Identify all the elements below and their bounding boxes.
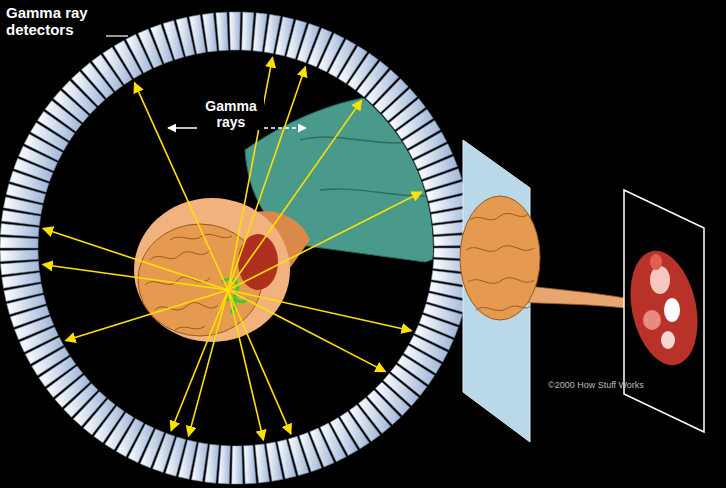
brain-fold	[466, 246, 534, 252]
gamma-ray-arrow	[43, 265, 228, 290]
brain-fold	[468, 278, 534, 284]
gamma-ray-arrow	[66, 290, 228, 341]
gamma-ray-detector	[0, 250, 38, 261]
gamma-ray-detector	[255, 444, 270, 483]
scan-activity	[661, 331, 675, 349]
gamma-ray-detector	[216, 12, 229, 51]
scan-activity	[664, 298, 680, 322]
gamma-ray-label: Gamma rays	[198, 98, 264, 130]
label-arrow-dashed	[264, 127, 306, 129]
gamma-ray-detector	[229, 12, 240, 50]
brain-fold	[470, 213, 528, 220]
gamma-ray-detector	[218, 445, 230, 483]
gamma-ray-arrow	[43, 228, 228, 290]
gamma-ray-detector	[2, 273, 41, 289]
gamma-ray-arrow	[228, 192, 422, 290]
gamma-ray-detector	[232, 446, 243, 484]
leader-line	[104, 35, 128, 36]
gamma-ray-arrow	[228, 290, 411, 331]
gamma-ray-detector	[0, 237, 38, 248]
gamma-ray-arrow	[228, 290, 263, 440]
detector-label: Gamma ray detectors	[6, 4, 106, 39]
brain-fold	[175, 326, 205, 330]
copyright-note: ©2000 How Stuff Works	[548, 380, 718, 390]
gamma-ray-detector	[1, 261, 40, 275]
brain-fold	[150, 250, 210, 260]
gamma-ray-detector	[242, 12, 254, 50]
scan-activity	[650, 266, 670, 294]
brain-fold	[476, 306, 530, 311]
gamma-ray-detector	[202, 13, 217, 52]
patient	[134, 95, 470, 342]
gamma-ray-arrow	[189, 290, 228, 436]
scan-activity	[650, 254, 662, 270]
scan-activity	[643, 310, 661, 330]
pet-scan-image	[621, 245, 708, 372]
gamma-ray-arrow	[228, 290, 291, 434]
gamma-ray-arrow	[171, 290, 228, 431]
gamma-ray-arrow	[228, 290, 385, 372]
gamma-ray-detector	[0, 224, 39, 237]
gamma-ray-detector	[244, 445, 257, 484]
brain-model	[460, 196, 540, 320]
label-arrow	[168, 127, 197, 129]
gamma-ray-arrow	[228, 57, 272, 290]
brain-fold	[170, 234, 232, 240]
